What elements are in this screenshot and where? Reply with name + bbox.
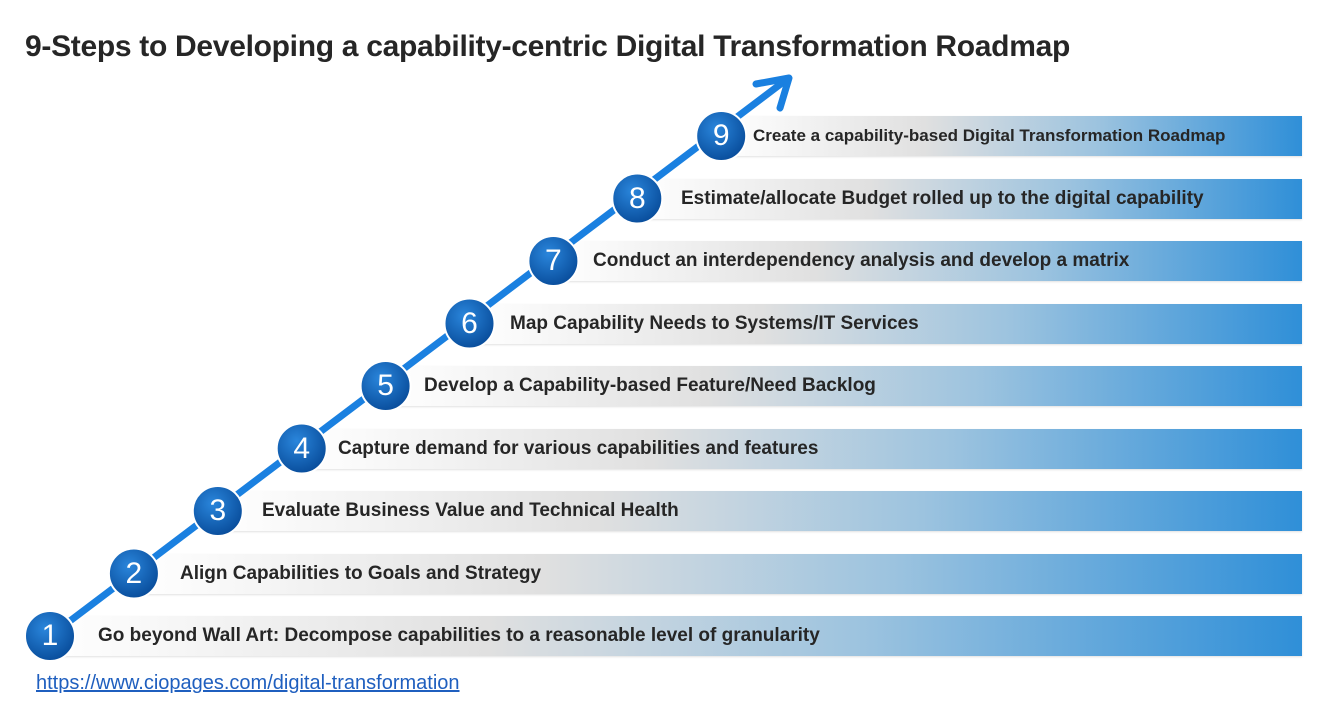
step-number: 9 xyxy=(712,119,730,152)
step-number: 7 xyxy=(545,244,562,277)
step-label: Estimate/allocate Budget rolled up to th… xyxy=(681,187,1204,209)
step-circle xyxy=(611,172,664,225)
step-label: Conduct an interdependency analysis and … xyxy=(593,250,1130,271)
step-circle xyxy=(191,485,244,537)
step-bar xyxy=(217,491,1302,531)
step-bar xyxy=(133,553,1302,594)
step-number: 5 xyxy=(377,369,394,402)
step-bar xyxy=(637,178,1302,219)
step-number: 2 xyxy=(125,556,143,590)
step-label: Map Capability Needs to Systems/IT Servi… xyxy=(510,312,919,334)
page-title: 9-Steps to Developing a capability-centr… xyxy=(25,30,1070,63)
step-circle xyxy=(695,110,748,162)
step-number: 1 xyxy=(41,619,59,652)
arrow-line xyxy=(46,76,790,640)
step-bar xyxy=(385,366,1302,406)
step-circle xyxy=(107,547,160,600)
step-number: 4 xyxy=(293,431,311,465)
step-bar xyxy=(721,116,1302,156)
step-label: Align Capabilities to Goals and Strategy xyxy=(180,562,542,584)
step-bar xyxy=(469,303,1302,344)
source-link[interactable]: https://www.ciopages.com/digital-transfo… xyxy=(36,672,460,694)
step-bar xyxy=(50,616,1302,656)
step-label: Develop a Capability-based Feature/Need … xyxy=(424,375,876,396)
step-circle xyxy=(359,360,412,412)
step-bar xyxy=(301,428,1302,469)
step-label: Go beyond Wall Art: Decompose capabiliti… xyxy=(98,625,820,646)
step-circle xyxy=(24,610,76,662)
step-label: Evaluate Business Value and Technical He… xyxy=(262,500,679,521)
step-bar xyxy=(553,241,1302,281)
step-circle xyxy=(443,297,496,350)
step-circle xyxy=(527,235,580,287)
step-label: Capture demand for various capabilities … xyxy=(338,437,819,459)
arrow-head xyxy=(752,74,793,112)
step-label: Create a capability-based Digital Transf… xyxy=(753,126,1226,145)
step-circle xyxy=(275,422,328,475)
step-number: 3 xyxy=(209,494,227,527)
step-number: 8 xyxy=(628,181,646,215)
step-number: 6 xyxy=(461,306,478,340)
